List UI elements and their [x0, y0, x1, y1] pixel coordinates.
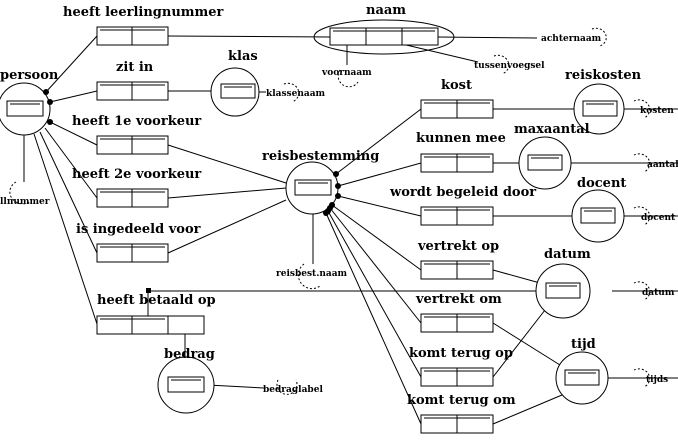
fact-label-heeft-leerlingnummer: heeft leerlingnummer [63, 5, 224, 20]
fact-kost[interactable]: kost [420, 78, 494, 119]
value-label-llnummer: llnummer [0, 197, 50, 207]
fact-label-wordt-begeleid-door: wordt begeleid door [389, 185, 536, 200]
fact-label-vertrekt-om: vertrekt om [415, 292, 502, 307]
fact-label-kunnen-mee: kunnen mee [416, 131, 506, 146]
entity-reisbestemming[interactable]: reisbestemming [262, 149, 379, 216]
value-label-bedraglabel: bedraglabel [263, 385, 323, 395]
fact-label-heeft-1e-voorkeur: heeft 1e voorkeur [72, 114, 201, 129]
fact-kunnen-mee[interactable]: kunnen mee [416, 131, 506, 173]
fact-label-komt-terug-op: komt terug op [409, 346, 513, 361]
fact-heeft-betaald-op[interactable]: heeft betaald op [96, 288, 216, 335]
fact-komt-terug-om[interactable]: komt terug om [407, 393, 516, 434]
entity-label-docent: docent [577, 176, 626, 191]
entity-reiskosten[interactable]: reiskosten [565, 68, 642, 135]
entity-persoon[interactable]: persoon [0, 68, 59, 136]
value-label-aantal: aantal [647, 160, 678, 170]
value-label-kosten: kosten [640, 106, 674, 116]
fact-heeft-leerlingnummer[interactable]: heeft leerlingnummer [63, 5, 224, 46]
value-label-voornaam: voornaam [321, 68, 372, 78]
entity-docent[interactable]: docent [571, 176, 626, 243]
entity-label-datum: datum [544, 247, 591, 262]
value-label-tijds: tijds [646, 375, 668, 385]
fact-vertrekt-op[interactable]: vertrekt op [417, 239, 499, 280]
value-label-klassenaam: klassenaam [266, 89, 326, 99]
entity-naam[interactable]: naam [313, 3, 455, 55]
entity-label-naam: naam [366, 3, 406, 18]
entity-label-klas: klas [228, 49, 258, 64]
entity-bedrag[interactable]: bedrag [157, 347, 215, 414]
entity-tijd[interactable]: tijd [555, 337, 609, 405]
fact-label-kost: kost [441, 78, 472, 93]
entity-datum[interactable]: datum [535, 247, 591, 319]
fact-vertrekt-om[interactable]: vertrekt om [415, 292, 502, 333]
entity-label-reisbestemming: reisbestemming [262, 149, 379, 164]
fact-zit-in[interactable]: zit in [96, 60, 169, 101]
entity-maxaantal[interactable]: maxaantal [514, 122, 590, 190]
value-label-tussenvoegsel: tussenvoegsel [474, 61, 545, 71]
entity-klas[interactable]: klas [210, 49, 260, 117]
value-label-datum: datum [642, 288, 675, 298]
fact-label-vertrekt-op: vertrekt op [417, 239, 499, 254]
entity-label-reiskosten: reiskosten [565, 68, 642, 83]
connector-lines [23, 35, 678, 425]
fact-label-komt-terug-om: komt terug om [407, 393, 516, 408]
fact-komt-terug-op[interactable]: komt terug op [409, 346, 513, 387]
fact-heeft-1e-voorkeur[interactable]: heeft 1e voorkeur [72, 114, 201, 155]
value-labels: achternaam voornaam tussenvoegsel klasse… [0, 27, 678, 395]
value-label-docent: docent [641, 213, 676, 223]
fact-label-heeft-2e-voorkeur: heeft 2e voorkeur [72, 167, 201, 182]
entity-label-persoon: persoon [0, 68, 59, 83]
fact-label-heeft-betaald-op: heeft betaald op [97, 293, 216, 308]
fact-wordt-begeleid-door[interactable]: wordt begeleid door [389, 185, 536, 226]
fact-is-ingedeeld-voor[interactable]: is ingedeeld voor [76, 222, 201, 263]
fact-label-zit-in: zit in [116, 60, 154, 75]
entity-label-tijd: tijd [571, 337, 596, 352]
entity-label-bedrag: bedrag [164, 347, 215, 362]
value-label-reisbest-naam: reisbest.naam [276, 269, 348, 279]
value-label-achternaam: achternaam [541, 34, 602, 44]
fact-heeft-2e-voorkeur[interactable]: heeft 2e voorkeur [72, 167, 201, 208]
entity-label-maxaantal: maxaantal [514, 122, 590, 137]
fact-label-is-ingedeeld-voor: is ingedeeld voor [76, 222, 201, 237]
